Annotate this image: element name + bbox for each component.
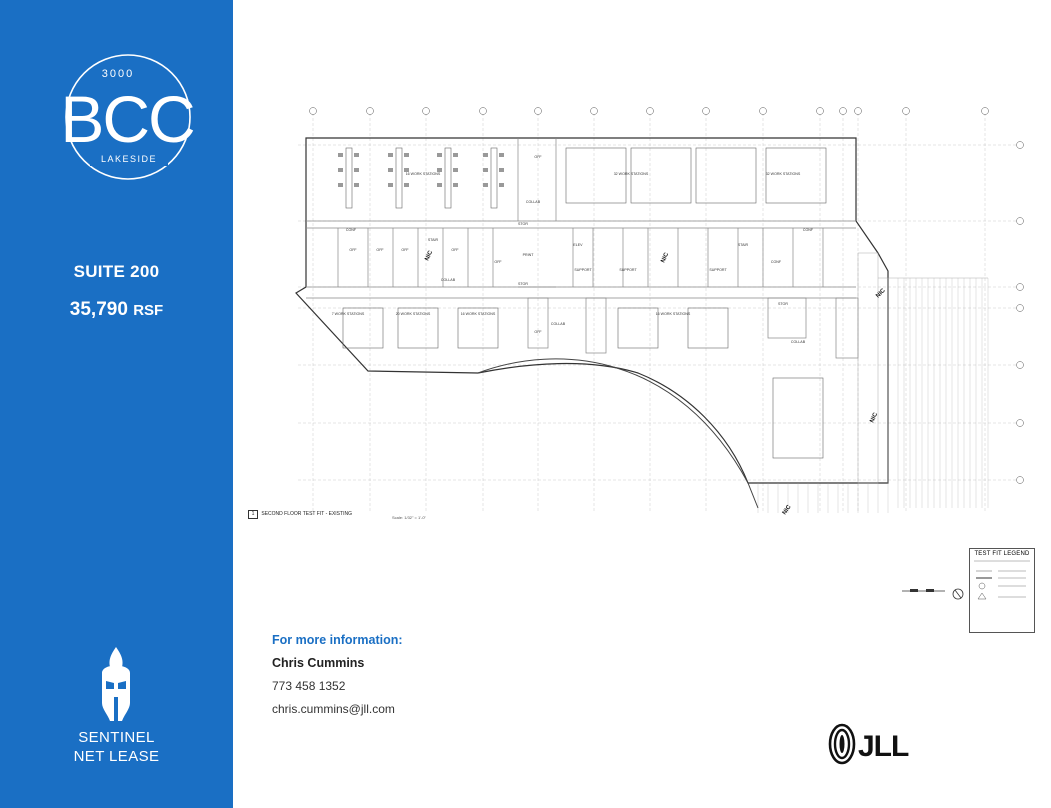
plan-scale-note: Scale: 1/32" = 1'-0" <box>392 515 426 520</box>
label-elev: ELEV <box>573 243 583 247</box>
label-ws-low-1: 7 WORK STATIONS <box>332 312 365 316</box>
area-value: 35,790 <box>69 299 128 320</box>
label-off-7: OFF <box>534 330 542 334</box>
plan-title-text: SECOND FLOOR TEST FIT - EXISTING <box>261 511 352 517</box>
plan-title: 1 SECOND FLOOR TEST FIT - EXISTING <box>248 510 352 519</box>
label-ws-low-4: 16 WORK STATIONS <box>656 312 691 316</box>
label-support-3: SUPPORT <box>709 268 727 272</box>
bcc-lakeside-logo: 3000 BCC LAKESIDE <box>60 54 196 180</box>
label-ws-low-2: 20 WORK STATIONS <box>396 312 431 316</box>
label-collab-2: COLLAB <box>526 200 541 204</box>
sidebar: 3000 BCC LAKESIDE SUITE 200 35,790 RSF S… <box>0 0 233 808</box>
label-off-2: OFF <box>376 248 384 252</box>
label-nic-1: NIC <box>424 249 434 262</box>
label-support-1: SUPPORT <box>574 268 592 272</box>
spartan-helmet-icon <box>102 647 130 721</box>
area-unit: RSF <box>133 302 164 319</box>
legend-title: TEST FIT LEGEND <box>974 551 1030 557</box>
sentinel-line1: SENTINEL <box>78 729 155 746</box>
label-ws-low-3: 16 WORK STATIONS <box>461 312 496 316</box>
label-ws-top-left: 16 WORK STATIONS <box>406 172 441 176</box>
label-off-6: OFF <box>534 155 542 159</box>
contact-phone[interactable]: 773 458 1352 <box>272 679 346 693</box>
label-stor-2: STOR <box>518 282 528 286</box>
jll-logo: JLL <box>828 723 910 765</box>
legend-symbols-icon <box>974 560 1030 600</box>
contact-email[interactable]: chris.cummins@jll.com <box>272 702 395 716</box>
label-print: PRINT <box>523 253 535 257</box>
floor-plan: 16 WORK STATIONS 32 WORK STATIONS 32 WOR… <box>295 107 1024 516</box>
label-nic-2: NIC <box>660 251 670 264</box>
label-ws-top-right: 32 WORK STATIONS <box>766 172 801 176</box>
label-collab-4: COLLAB <box>791 340 806 344</box>
label-ws-top-mid: 32 WORK STATIONS <box>614 172 649 176</box>
label-conf-1: CONF <box>346 228 357 232</box>
scale-north-icon <box>902 588 964 600</box>
label-conf-2: CONF <box>803 228 814 232</box>
label-stair-2: STAIR <box>738 243 749 247</box>
label-off-3: OFF <box>401 248 409 252</box>
label-off-4: OFF <box>451 248 459 252</box>
label-conf-3: CONF <box>771 260 782 264</box>
label-collab-1: COLLAB <box>441 278 456 282</box>
label-stor-3: STOR <box>778 302 788 306</box>
logo-sub: LAKESIDE <box>101 154 157 164</box>
label-off-5: OFF <box>494 260 502 264</box>
contact-heading: For more information: <box>272 633 403 647</box>
logo-letters: BCC <box>60 82 194 156</box>
plan-title-number: 1 <box>248 510 258 519</box>
test-fit-legend: TEST FIT LEGEND <box>969 548 1035 633</box>
label-nic-5: NIC <box>782 504 793 516</box>
sentinel-net-lease: SENTINEL NET LEASE <box>0 728 233 766</box>
label-nic-4: NIC <box>869 411 879 424</box>
suite-area: 35,790 RSF <box>0 299 233 321</box>
label-stair-1: STAIR <box>428 238 439 242</box>
sentinel-line2: NET LEASE <box>73 748 160 765</box>
label-stor-1: STOR <box>518 222 528 226</box>
contact-name: Chris Cummins <box>272 656 365 670</box>
contact-info: For more information: Chris Cummins 773 … <box>272 633 403 716</box>
label-collab-3: COLLAB <box>551 322 566 326</box>
label-nic-3: NIC <box>875 287 887 299</box>
logo-number: 3000 <box>102 68 134 80</box>
jll-text: JLL <box>858 730 909 763</box>
label-off-1: OFF <box>349 248 357 252</box>
label-support-2: SUPPORT <box>619 268 637 272</box>
suite-label: SUITE 200 <box>73 262 160 281</box>
